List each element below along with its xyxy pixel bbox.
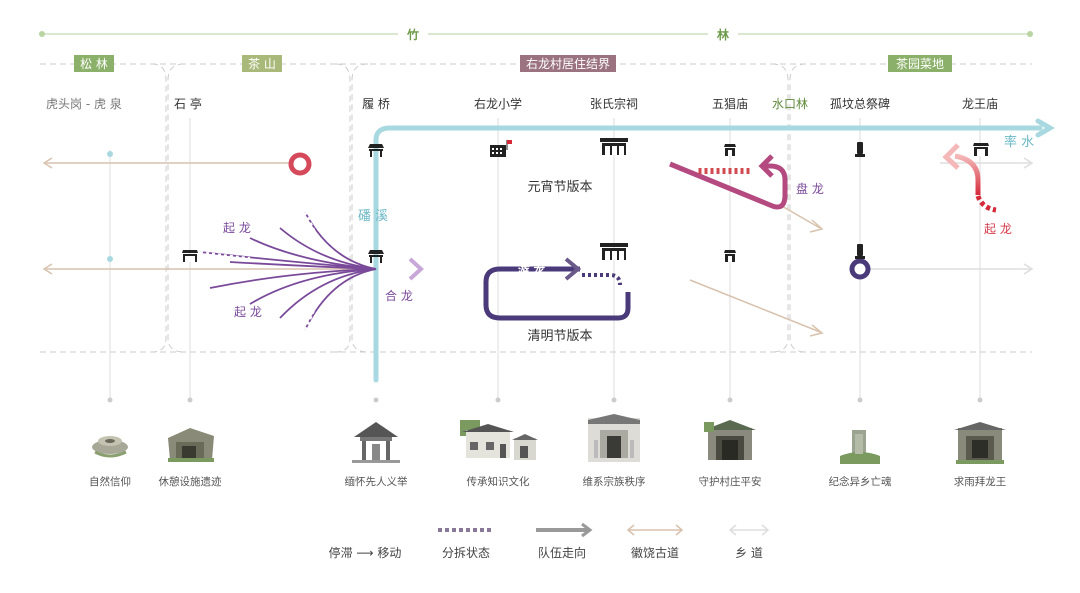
spring-dot-lower — [107, 256, 113, 262]
place-school: 右龙小学 — [474, 96, 522, 111]
building-icons-lower — [182, 243, 865, 263]
ancestral-hall-icon — [600, 138, 628, 155]
ancestral-hall-photo — [588, 414, 640, 462]
place-shuikoulin: 水口林 — [772, 97, 808, 111]
legend-direction: 队伍走向 — [538, 545, 586, 560]
place-zhangshi: 张氏宗祠 — [590, 96, 638, 111]
caption-0: 自然信仰 — [89, 475, 131, 488]
region-tags: 松 林 茶 山 右龙村居住结界 茶园菜地 — [74, 55, 952, 72]
route-youlong-3: 游 龙 — [516, 263, 545, 277]
caption-4: 维系宗族秩序 — [583, 475, 646, 488]
well-stone-photo — [92, 436, 128, 458]
huizhou-roads — [42, 157, 824, 337]
memorial-pavilion-photo — [352, 422, 400, 463]
dragon-king-photo — [954, 422, 1006, 464]
stone-pavilion-icon — [182, 250, 198, 262]
place-longwang: 龙王庙 — [962, 97, 998, 111]
bamboo-band: 竹 林 — [39, 26, 1033, 42]
legend-split: 分拆状态 — [442, 545, 490, 560]
caption-6: 纪念异乡亡魂 — [829, 475, 892, 488]
legend-huizhou-swatch — [675, 524, 684, 536]
drop-dots — [107, 397, 983, 403]
spring-dot-upper — [107, 151, 113, 157]
caption-7: 求雨拜龙王 — [954, 475, 1007, 488]
route-youlong-1: 游 龙 — [416, 158, 445, 172]
captions: 自然信仰 休憩设施遗迹 缅怀先人义举 传承知识文化 维系宗族秩序 守护村庄平安 … — [89, 475, 1006, 488]
photo-thumbnails — [92, 414, 1006, 464]
place-gulong: 孤坟总祭碑 — [830, 96, 890, 111]
tag-chashan: 茶 山 — [248, 56, 276, 71]
route-youlong-2: 游 龙 — [641, 158, 670, 172]
route-youlong-4: 游 龙 — [656, 263, 685, 277]
version-qingming: 清明节版本 — [527, 329, 592, 344]
legend-stall-move: 停滞 ⟶ 移动 — [329, 545, 402, 560]
ancestral-hall-lower-icon — [600, 243, 628, 260]
legend-village-swatch — [761, 524, 770, 536]
tag-garden: 茶园菜地 — [896, 56, 944, 71]
qingming-route: 游 龙 游 龙 起 龙 起 龙 合 龙 清明节版本 — [199, 211, 871, 344]
stele-lower-icon — [855, 244, 865, 259]
caption-5: 守护村庄平安 — [699, 475, 762, 488]
school-icon — [490, 140, 512, 157]
caption-1: 休憩设施遗迹 — [159, 475, 222, 488]
legend-direction-arrow — [581, 522, 593, 538]
caption-3: 传承知识文化 — [467, 475, 530, 488]
temple-lower-icon — [724, 250, 736, 262]
bamboo-label-left: 竹 — [406, 27, 419, 42]
route-qilong-right: 起 龙 — [984, 222, 1012, 236]
temple-photo — [704, 420, 756, 460]
pavilion-icon — [368, 144, 384, 157]
rivers: 率 水 磻 溪 — [358, 118, 1055, 383]
legend-huizhou-road: 徽饶古道 — [631, 545, 679, 560]
route-qilong-left-bottom: 起 龙 — [234, 305, 262, 319]
temple-icon — [724, 144, 736, 156]
legend-village-road: 乡 道 — [735, 546, 763, 560]
bamboo-label-right: 林 — [717, 27, 729, 42]
tag-songlin: 松 林 — [80, 57, 108, 71]
river-fanxi: 磻 溪 — [358, 209, 388, 224]
school-building-photo — [460, 420, 538, 460]
river-shuai: 率 水 — [1004, 134, 1034, 150]
yuanxiao-route: 游 龙 游 龙 盘 龙 元宵节版本 起 龙 — [288, 143, 1012, 236]
stele-photo — [840, 430, 880, 464]
stele-icon — [855, 142, 865, 157]
rest-ruin-photo — [168, 428, 214, 462]
place-shiting: 石 亭 — [174, 96, 202, 111]
route-helong: 合 龙 — [385, 288, 413, 303]
route-qilong-left-top: 起 龙 — [223, 221, 251, 235]
village-roads — [870, 157, 1034, 275]
place-luqiao: 履 桥 — [362, 97, 390, 111]
drop-lines — [109, 118, 981, 400]
place-names: 虎头岗 - 虎 泉 石 亭 履 桥 右龙小学 张氏宗祠 五猖庙 水口林 孤坟总祭… — [46, 96, 998, 111]
place-hutougang: 虎头岗 - 虎 泉 — [46, 97, 122, 111]
legend: 停滞 ⟶ 移动 分拆状态 队伍走向 徽饶古道 乡 道 — [329, 522, 770, 560]
caption-2: 缅怀先人义举 — [345, 475, 408, 488]
place-wuchang: 五猖庙 — [712, 97, 748, 111]
building-icons-upper — [368, 138, 989, 157]
tag-village: 右龙村居住结界 — [526, 56, 610, 71]
route-panlong: 盘 龙 — [796, 181, 824, 196]
dragon-king-temple-icon — [973, 143, 989, 156]
version-yuanxiao: 元宵节版本 — [527, 179, 592, 195]
bridge-pavilion-icon — [368, 250, 384, 263]
